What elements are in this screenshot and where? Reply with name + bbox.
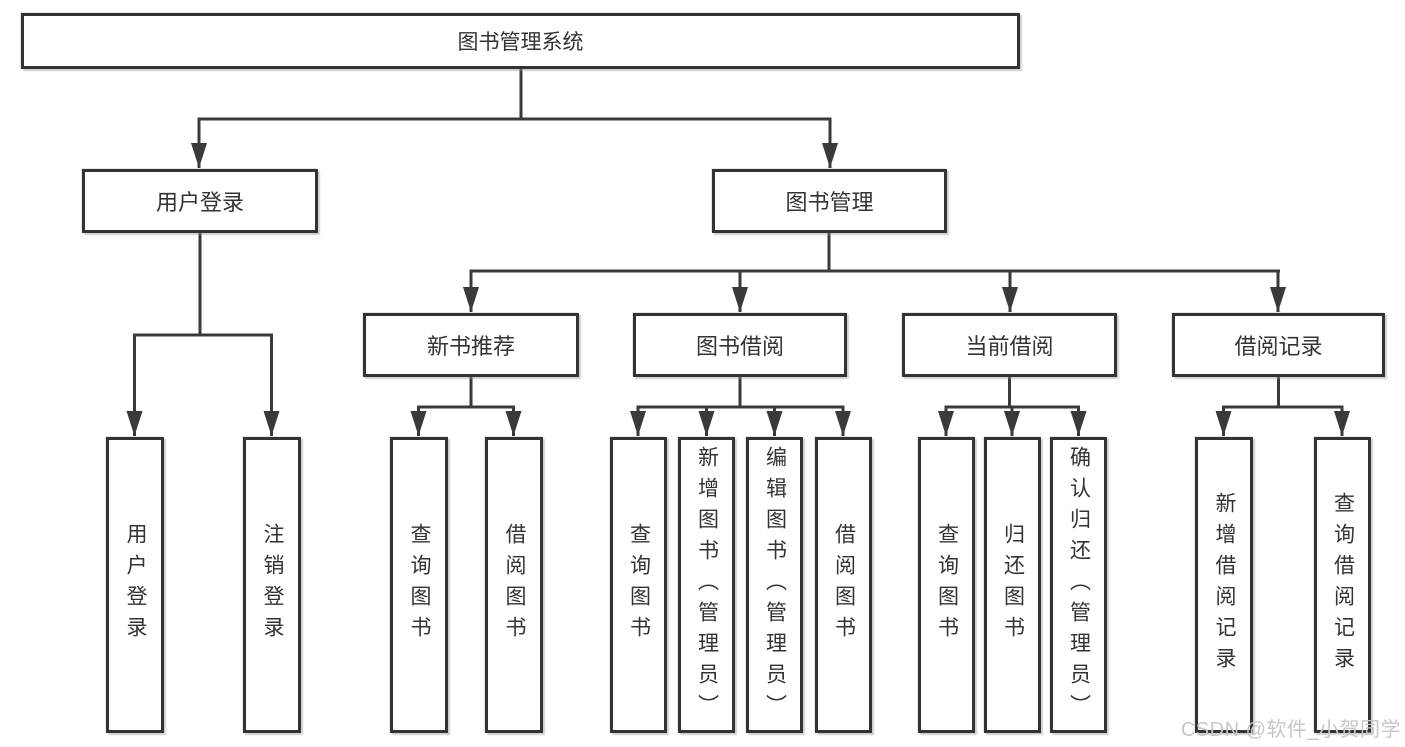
- node-label: 借阅图书: [832, 523, 856, 647]
- node-label: 借阅记录: [1234, 334, 1323, 359]
- node-current-borrow: 当前借阅: [902, 313, 1117, 377]
- node-label: 图书管理: [785, 190, 874, 215]
- node-borrow-records: 借阅记录: [1172, 313, 1385, 377]
- leaf-user-login: 用户登录: [106, 437, 164, 733]
- node-label: 查询图书: [627, 523, 651, 647]
- leaf-confirm-return-admin: 确认归还（管理员）: [1050, 437, 1107, 733]
- node-label: 用户登录: [124, 523, 147, 647]
- leaf-edit-books-admin: 编辑图书（管理员）: [746, 437, 803, 733]
- csdn-watermark: CSDN @软件_小贺同学: [1180, 719, 1401, 741]
- node-label: 借阅图书: [503, 523, 526, 647]
- node-label: 当前借阅: [965, 334, 1054, 359]
- node-label: 用户登录: [155, 190, 244, 215]
- leaf-borrow-books: 借阅图书: [815, 437, 872, 733]
- node-label: 注销登录: [261, 523, 284, 647]
- leaf-query-books-current: 查询图书: [918, 437, 975, 733]
- leaf-borrow-books-recommend: 借阅图书: [485, 437, 543, 733]
- node-user-login: 用户登录: [82, 169, 318, 233]
- node-label: 查询图书: [935, 523, 959, 647]
- node-book-management: 图书管理: [712, 169, 947, 233]
- node-library-management-system: 图书管理系统: [21, 13, 1020, 69]
- node-new-book-recommend: 新书推荐: [363, 313, 579, 377]
- leaf-query-books-recommend: 查询图书: [390, 437, 448, 733]
- node-label: 归还图书: [1001, 523, 1025, 647]
- leaf-query-books: 查询图书: [610, 437, 667, 733]
- leaf-query-borrow-record: 查询借阅记录: [1314, 437, 1371, 733]
- node-label: 图书管理系统: [457, 31, 584, 54]
- node-label: 新书推荐: [426, 334, 515, 359]
- leaf-return-books: 归还图书: [984, 437, 1041, 733]
- node-label: 图书借阅: [695, 334, 784, 359]
- node-label: 确认归还（管理员）: [1067, 445, 1091, 725]
- node-label: 查询图书: [408, 523, 431, 647]
- leaf-add-borrow-record: 新增借阅记录: [1195, 437, 1253, 733]
- node-label: 新增图书（管理员）: [695, 445, 719, 725]
- node-book-borrow: 图书借阅: [633, 313, 847, 377]
- node-label: 查询借阅记录: [1331, 492, 1355, 678]
- leaf-logout: 注销登录: [243, 437, 301, 733]
- node-label: 新增借阅记录: [1213, 492, 1236, 678]
- leaf-add-books-admin: 新增图书（管理员）: [678, 437, 735, 733]
- node-label: 编辑图书（管理员）: [763, 445, 787, 725]
